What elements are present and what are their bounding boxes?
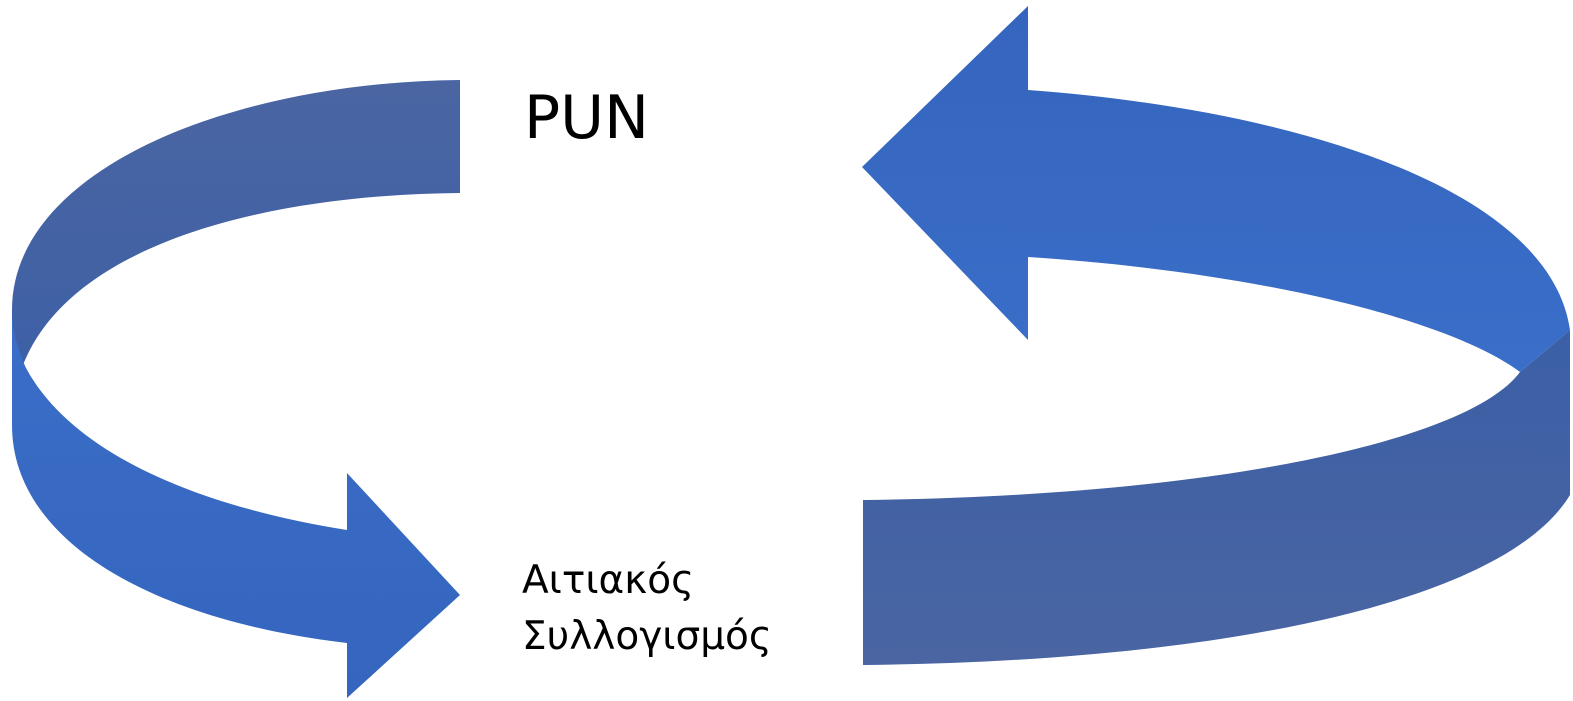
- left-arrow-front-band: [12, 310, 460, 698]
- bottom-label-line2: Συλλογισμός: [522, 614, 772, 659]
- bottom-label-line1: Αιτιακός: [522, 558, 694, 603]
- right-arrow-front-band: [863, 330, 1570, 665]
- right-arrow-back-band: [862, 6, 1570, 372]
- left-arrow-back-band: [12, 80, 460, 425]
- bottom-label: Αιτιακός Συλλογισμός: [522, 553, 772, 665]
- top-label: PUN: [524, 83, 649, 153]
